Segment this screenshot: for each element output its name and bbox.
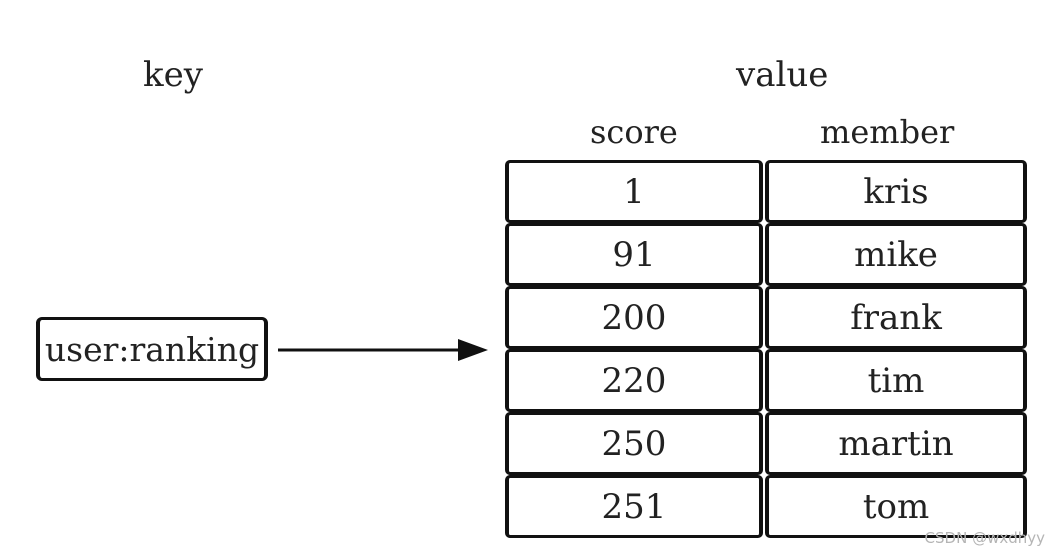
member-cell: tim	[765, 349, 1027, 412]
member-cell: martin	[765, 412, 1027, 475]
score-cell: 250	[505, 412, 763, 475]
table-row: 1 kris	[505, 160, 1027, 223]
value-label: value	[736, 55, 829, 95]
member-cell: kris	[765, 160, 1027, 223]
member-cell: frank	[765, 286, 1027, 349]
score-cell: 91	[505, 223, 763, 286]
score-cell: 220	[505, 349, 763, 412]
table-row: 251 tom	[505, 475, 1027, 538]
key-name: user:ranking	[44, 329, 260, 369]
watermark: CSDN @wxdhyy	[924, 529, 1045, 547]
table-row: 220 tim	[505, 349, 1027, 412]
score-column-header: score	[590, 113, 678, 151]
arrow-icon	[278, 339, 488, 361]
member-cell: tom	[765, 475, 1027, 538]
member-column-header: member	[820, 113, 955, 151]
score-cell: 251	[505, 475, 763, 538]
table-row: 200 frank	[505, 286, 1027, 349]
score-cell: 1	[505, 160, 763, 223]
key-label: key	[143, 55, 203, 95]
key-box: user:ranking	[36, 317, 268, 381]
score-cell: 200	[505, 286, 763, 349]
member-cell: mike	[765, 223, 1027, 286]
table-row: 91 mike	[505, 223, 1027, 286]
sorted-set-table: 1 kris 91 mike 200 frank 220 tim 250 mar…	[505, 160, 1027, 538]
table-row: 250 martin	[505, 412, 1027, 475]
